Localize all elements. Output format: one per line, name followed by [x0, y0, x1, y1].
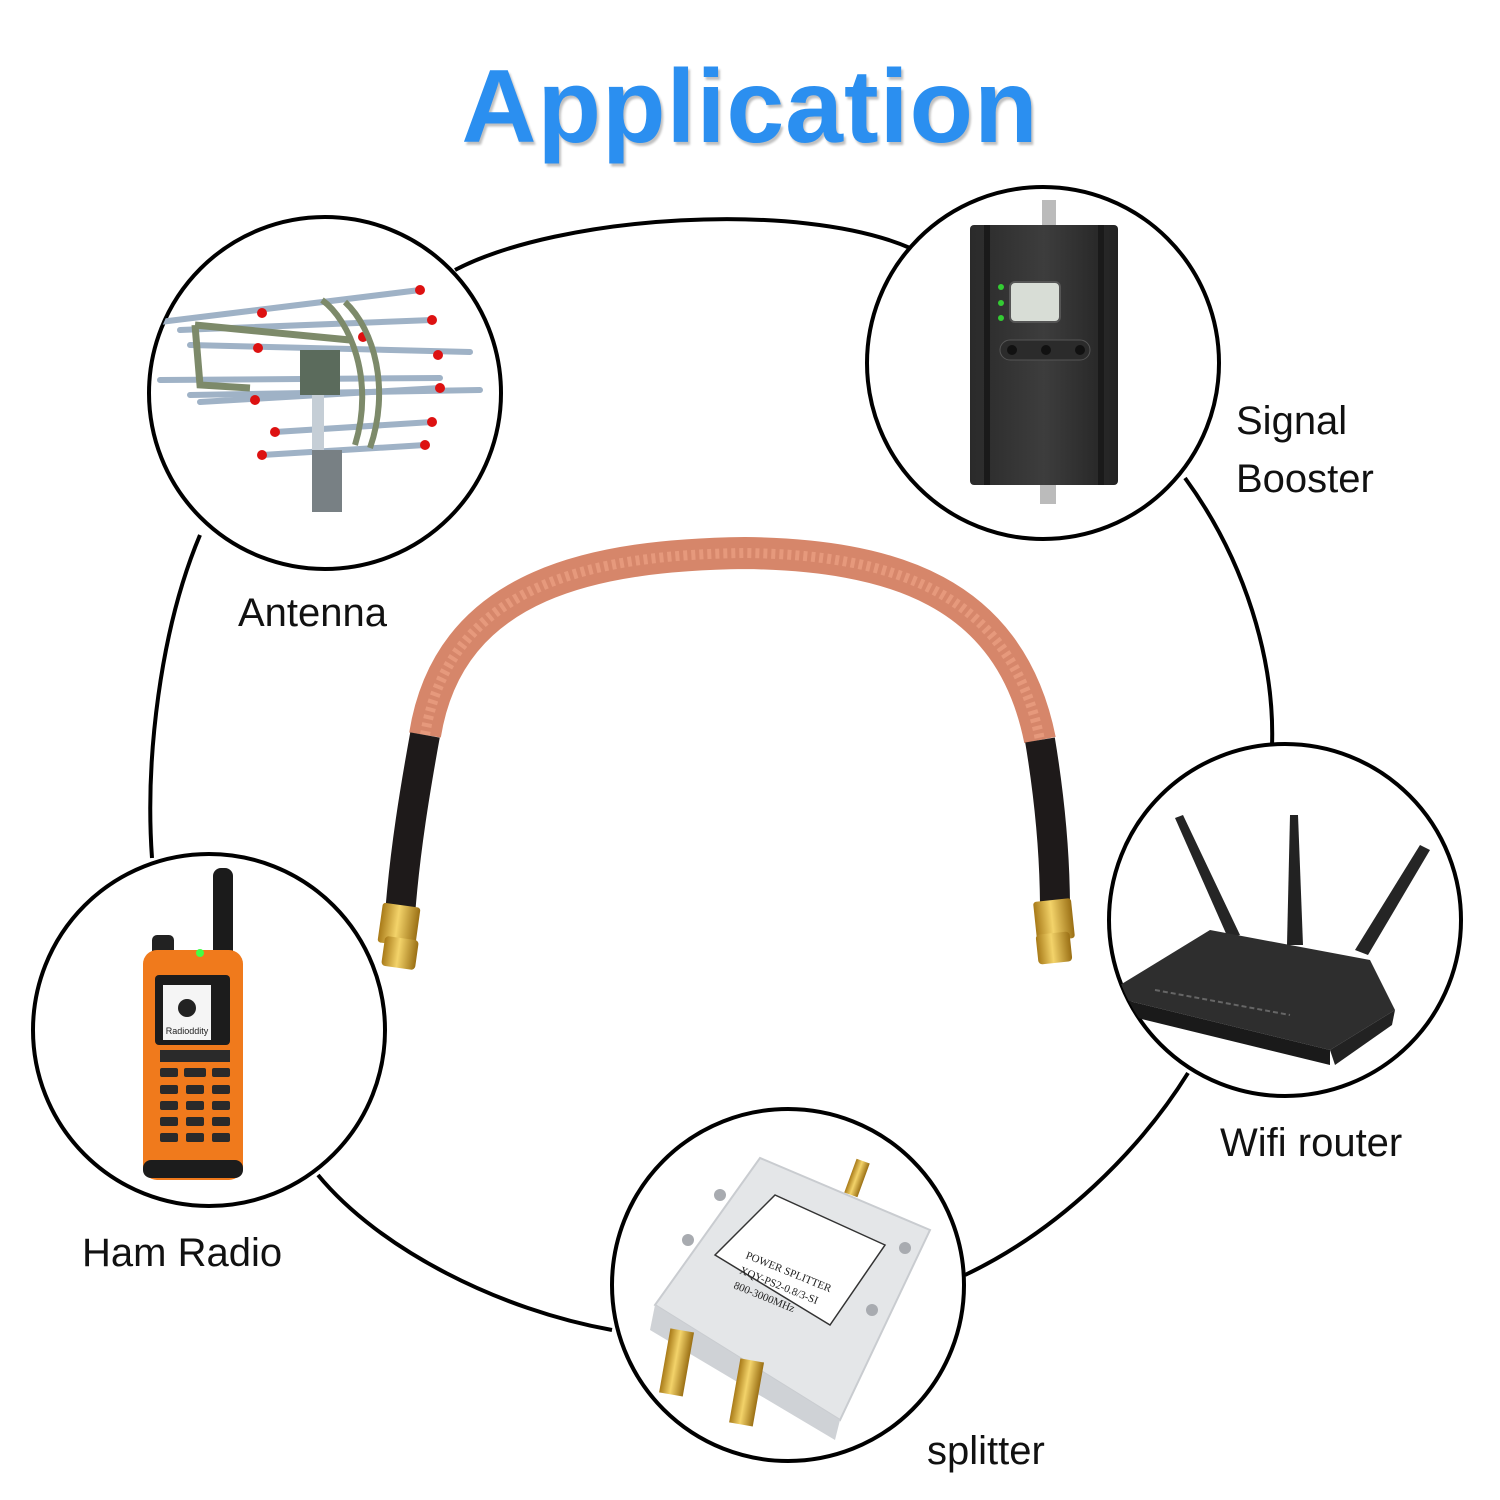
page-title: Application	[461, 49, 1039, 165]
tv-antenna-icon	[157, 285, 483, 512]
signal-booster-icon	[970, 200, 1118, 504]
radio-screen-brand: Radioddity	[166, 1026, 209, 1036]
power-splitter-icon: POWER SPLITTER XQY-PS2-0.8/3-SI 800-3000…	[650, 1156, 932, 1440]
label-signal-booster-line2: Booster	[1236, 457, 1374, 501]
label-signal-booster-line1: Signal	[1236, 399, 1348, 443]
sma-connector-right	[1033, 898, 1075, 965]
sma-connector-left	[377, 902, 421, 970]
wifi-router-bubble	[1107, 742, 1463, 1098]
splitter-bubble: POWER SPLITTER XQY-PS2-0.8/3-SI 800-3000…	[610, 1107, 966, 1463]
label-antenna: Antenna	[238, 591, 388, 635]
antenna-bubble	[147, 215, 503, 571]
wifi-router-icon	[1120, 815, 1430, 1065]
connector-ring	[148, 217, 1275, 1332]
status-leds	[998, 284, 1004, 321]
label-ham-radio: Ham Radio	[82, 1231, 283, 1275]
label-wifi-router: Wifi router	[1220, 1121, 1403, 1165]
label-splitter: splitter	[927, 1429, 1045, 1473]
signal-booster-bubble	[865, 185, 1221, 541]
coax-cable-icon	[377, 536, 1075, 970]
ham-radio-bubble: Radioddity	[31, 852, 387, 1208]
ham-radio-icon: Radioddity	[143, 868, 243, 1180]
